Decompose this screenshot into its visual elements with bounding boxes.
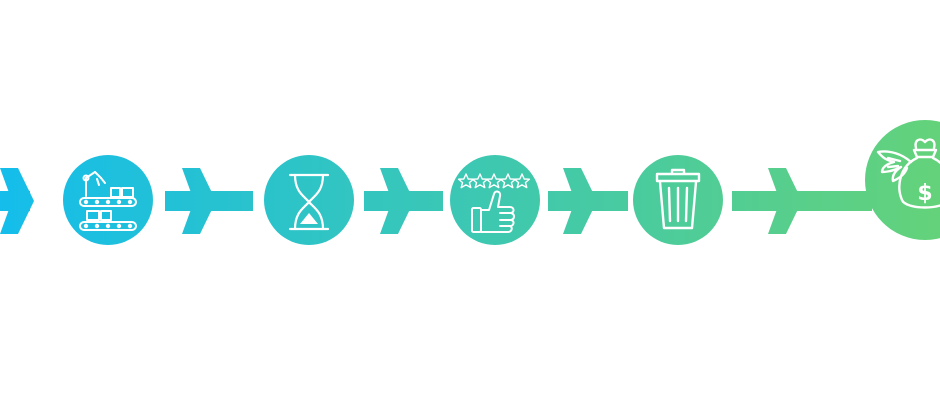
conveyor-belt-robot-arm-icon bbox=[79, 171, 137, 231]
trash-can-icon bbox=[655, 168, 701, 230]
connector-4 bbox=[548, 168, 628, 234]
svg-text:$: $ bbox=[917, 181, 932, 206]
connector-5 bbox=[732, 168, 872, 234]
connector-3 bbox=[364, 168, 443, 234]
money-bag-with-wings-icon: $ bbox=[876, 138, 940, 209]
hourglass-icon bbox=[288, 173, 330, 231]
step-circle-2 bbox=[264, 155, 354, 245]
thumbs-up-five-stars-icon bbox=[457, 173, 531, 233]
connector-2 bbox=[165, 168, 253, 234]
connector-1 bbox=[0, 168, 34, 234]
step-circle-5 bbox=[865, 120, 940, 240]
